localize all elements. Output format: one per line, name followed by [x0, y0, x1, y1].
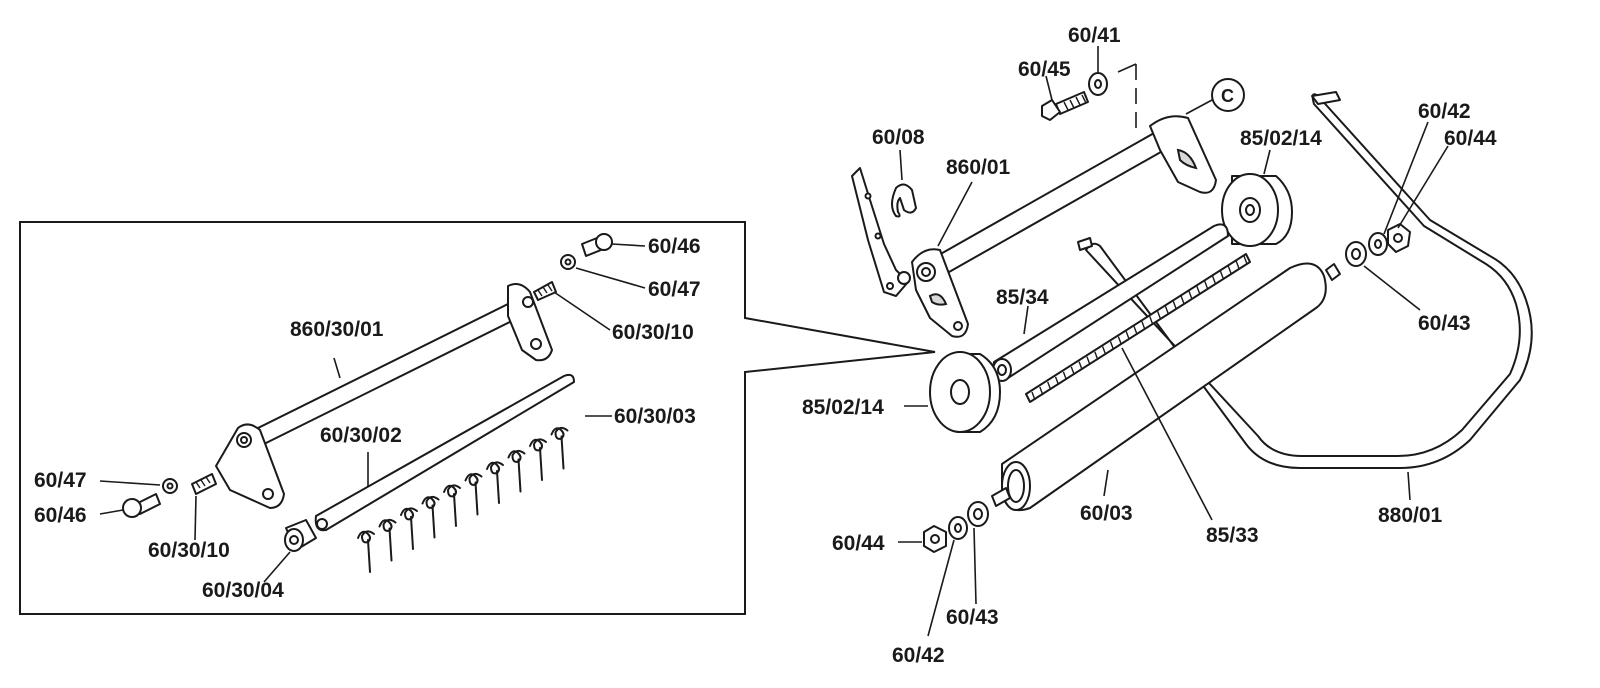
rod-thread [1227, 265, 1232, 275]
label-60-08: 60/08 [872, 126, 925, 149]
rod-thread [1188, 291, 1193, 300]
label-60-30-03: 60/30/03 [614, 405, 696, 428]
label-60-47-top: 60/47 [648, 278, 701, 301]
rod-thread [1196, 285, 1201, 295]
rod-thread [1133, 326, 1138, 335]
rod-thread [1204, 280, 1209, 290]
clip-60-08 [891, 183, 917, 218]
label-60-03: 60/03 [1080, 502, 1133, 525]
tine [507, 449, 526, 493]
tine [550, 426, 569, 470]
callout-c: C [1185, 78, 1245, 115]
tine [486, 461, 504, 504]
inset-bolt-left [122, 473, 217, 518]
rod-thread [1180, 296, 1185, 305]
inset-detail: 60/46 60/47 60/30/10 860/30/01 60/30/03 … [19, 221, 936, 615]
label-860-01: 860/01 [946, 156, 1011, 179]
tine [464, 472, 483, 516]
rod-thread [1219, 270, 1225, 280]
rod-thread [1172, 301, 1177, 310]
label-60-30-04: 60/30/04 [202, 579, 284, 602]
label-60-44-top: 60/44 [1444, 127, 1497, 150]
rod-thread [1070, 366, 1075, 376]
label-60-46-left: 60/46 [34, 504, 87, 527]
tine [529, 438, 547, 481]
label-60-45: 60/45 [1018, 58, 1071, 81]
label-60-30-10-bottom: 60/30/10 [148, 539, 230, 562]
tine [378, 518, 397, 562]
bracket-860-01 [851, 115, 1217, 338]
bolt-60-45 [1041, 91, 1089, 121]
label-860-30-01: 860/30/01 [290, 318, 384, 341]
label-880-01: 880/01 [1378, 504, 1443, 527]
rod-thread [1078, 361, 1083, 371]
rod-thread [1211, 275, 1217, 285]
rod-thread [1141, 321, 1146, 330]
rod-thread [1125, 331, 1130, 340]
rod-thread [1164, 306, 1170, 315]
callout-letter: C [1221, 86, 1234, 106]
inset-tines [357, 426, 569, 573]
inset-bracket-frame [215, 283, 553, 509]
wheel-85-02-14-left [929, 351, 1001, 433]
tine [443, 484, 461, 527]
label-60-44-bottom: 60/44 [832, 532, 885, 555]
label-60-47-left: 60/47 [34, 469, 87, 492]
inset-frame [19, 221, 936, 615]
tine [357, 530, 375, 573]
inset-bolt-top [533, 233, 613, 301]
main-assembly: C [802, 24, 1533, 667]
label-85-34: 85/34 [996, 286, 1049, 309]
tine [400, 507, 418, 550]
rod-thread [1235, 260, 1240, 270]
rod-thread [1031, 391, 1036, 401]
left-washer-nut-set [923, 501, 989, 553]
rod-thread [1102, 346, 1107, 355]
rod-thread [1156, 311, 1162, 320]
rod-thread [1086, 356, 1091, 365]
wheel-85-02-14-top [1221, 173, 1293, 247]
washer-60-41 [1088, 72, 1108, 96]
right-washer-nut-set [1345, 223, 1411, 267]
roller-60-03 [991, 262, 1341, 512]
inset-rod [314, 373, 575, 532]
rod-thread [1094, 351, 1099, 360]
label-60-42-bottom: 60/42 [892, 644, 945, 667]
rod-thread [1054, 376, 1060, 386]
rod-thread [1062, 371, 1068, 381]
rod-thread [1109, 341, 1115, 350]
label-85-33: 85/33 [1206, 524, 1259, 547]
label-60-41: 60/41 [1068, 24, 1121, 47]
rod-thread [1243, 255, 1248, 265]
rod-thread [1117, 336, 1123, 345]
label-60-46-top: 60/46 [648, 235, 701, 258]
rod-thread [1039, 386, 1044, 396]
label-60-42-top: 60/42 [1418, 100, 1471, 123]
label-60-30-10-top: 60/30/10 [612, 321, 694, 344]
label-60-43-right: 60/43 [1418, 312, 1471, 335]
label-60-43-bottom: 60/43 [946, 606, 999, 629]
label-60-30-02: 60/30/02 [320, 424, 402, 447]
label-85-02-14-top: 85/02/14 [1240, 127, 1322, 150]
label-85-02-14-left: 85/02/14 [802, 396, 884, 419]
rod-thread [1047, 381, 1052, 391]
rod-thread [1149, 316, 1154, 325]
inset-spacer [284, 519, 317, 552]
threaded-rod-85-33 [1025, 253, 1251, 403]
tine [421, 495, 440, 539]
